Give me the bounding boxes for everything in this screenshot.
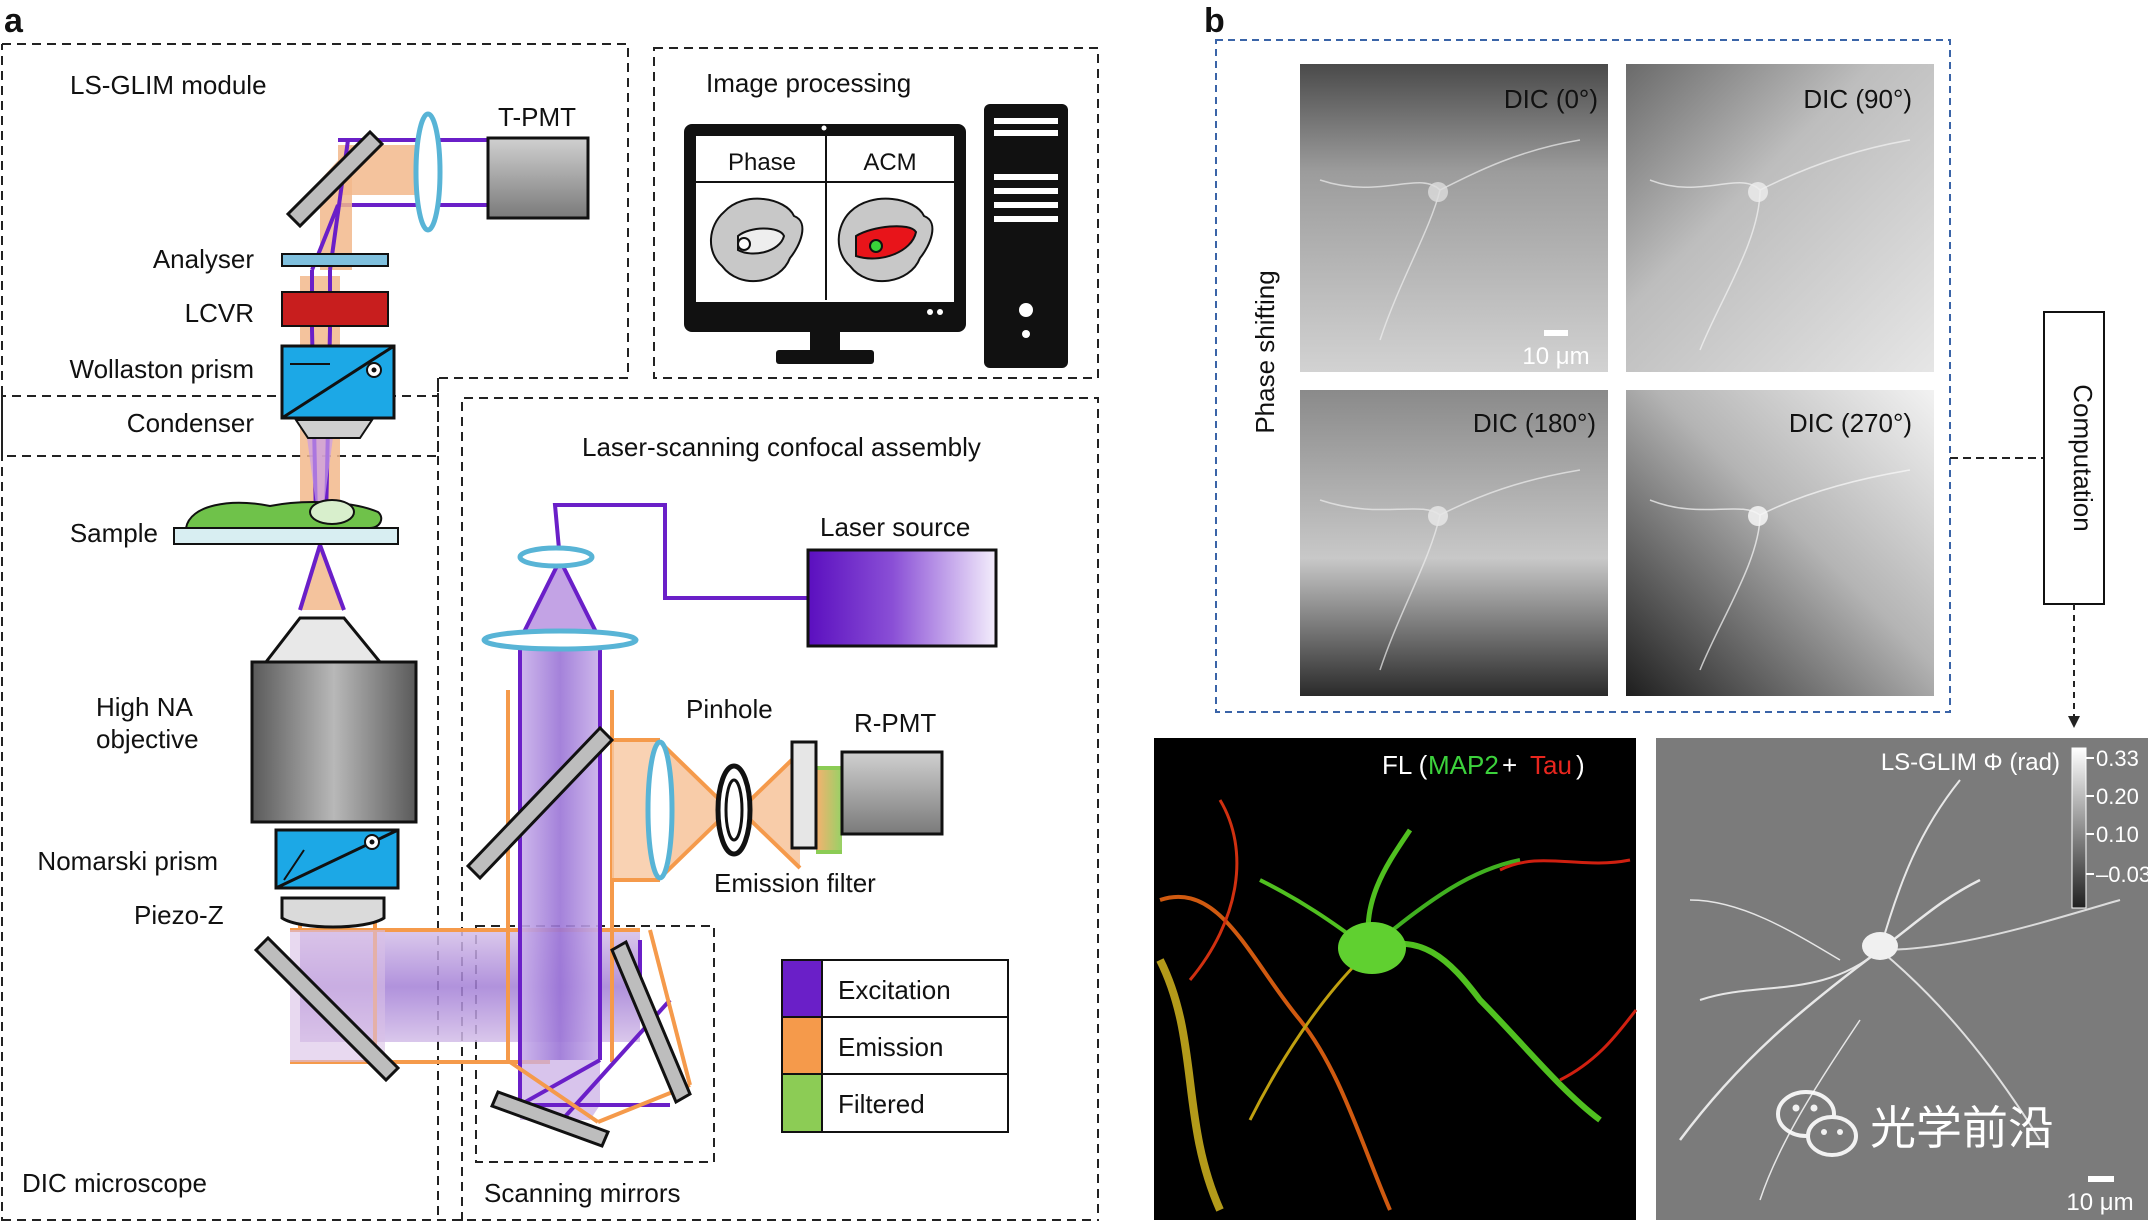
dic-microscope-label: DIC microscope — [22, 1168, 207, 1198]
objective-tip — [262, 616, 384, 664]
glim-title: LS-GLIM Φ (rad) — [1881, 749, 2060, 776]
sample-label: Sample — [70, 518, 158, 548]
scanning-mirror-1 — [610, 939, 692, 1105]
scanning-mirrors-frame — [475, 925, 715, 1163]
glim-colorbar — [2071, 747, 2087, 909]
piezo-label: Piezo-Z — [134, 900, 224, 930]
t-pmt-label: T-PMT — [498, 102, 576, 132]
image-processing-frame — [653, 47, 1099, 379]
confocal-label: Laser-scanning confocal assembly — [582, 432, 981, 462]
scanning-mirrors-label: Scanning mirrors — [484, 1178, 681, 1208]
dichroic-mirror — [465, 725, 615, 881]
dic-label-0: DIC (0°) — [1504, 84, 1598, 114]
t-pmt-lens — [413, 111, 443, 233]
laser-label: Laser source — [820, 512, 970, 542]
top-fold-mirror — [285, 129, 385, 229]
emission-filter — [790, 740, 818, 850]
panel-a-letter: a — [4, 2, 24, 40]
fl-title-plus: + — [1502, 750, 1517, 780]
condenser — [294, 419, 374, 439]
colorbar-tick-0: 0.33 — [2096, 746, 2139, 771]
computer-monitor: Phase ACM — [684, 124, 966, 364]
fl-title-tau: Tau — [1530, 750, 1572, 780]
lcvr-label: LCVR — [185, 298, 254, 328]
fl-title-map2: MAP2 — [1428, 750, 1499, 780]
dic-label-270: DIC (270°) — [1789, 408, 1912, 438]
panel-b-letter: b — [1204, 2, 1225, 40]
legend-swatch-filtered — [781, 1073, 823, 1133]
sample-slide — [173, 527, 399, 545]
laser-source — [806, 548, 998, 648]
wollaston-label: Wollaston prism — [70, 354, 254, 384]
watermark-text: 光学前沿 — [1870, 1102, 2054, 1154]
legend-label-filtered: Filtered — [838, 1089, 925, 1119]
emission-filter-label: Emission filter — [714, 868, 876, 898]
monitor-phase-label: Phase — [728, 149, 796, 176]
r-pmt — [840, 750, 944, 836]
ls-glim-image: LS-GLIM Φ (rad) 0.33 0.20 0.10 –0.03 10 … — [1656, 738, 2151, 1220]
computation-label: Computation — [2068, 384, 2098, 531]
dic-image-180: DIC (180°) — [1300, 390, 1608, 696]
monitor-acm-label: ACM — [863, 149, 916, 176]
dic-scalebar-label: 10 μm — [1522, 343, 1589, 370]
scanning-mirror-2 — [489, 1090, 611, 1148]
colorbar-tick-1: 0.20 — [2096, 784, 2139, 809]
t-pmt — [486, 136, 590, 220]
fl-title-suffix: ) — [1576, 750, 1585, 780]
objective-label-1: High NA — [96, 692, 193, 722]
emission-lens — [645, 739, 675, 881]
piezo-z — [280, 896, 386, 929]
legend-swatch-emission — [781, 1016, 823, 1075]
dic-label-90: DIC (90°) — [1803, 84, 1912, 114]
glim-scalebar-label: 10 μm — [2066, 1189, 2133, 1216]
dic-image-0: DIC (0°) 10 μm — [1300, 64, 1608, 372]
computation-box — [2043, 311, 2105, 605]
fl-title-prefix: FL ( — [1382, 750, 1428, 780]
ls-glim-module-label: LS-GLIM module — [70, 70, 267, 100]
high-na-objective — [250, 660, 418, 824]
dic-image-270: DIC (270°) — [1626, 390, 1934, 696]
condenser-label: Condenser — [127, 408, 255, 438]
laser-fiber — [552, 503, 808, 600]
dic-microscope-frame-left — [1, 378, 439, 1221]
objective-label-2: objective — [96, 724, 199, 754]
excitation-vertical-beam — [520, 640, 600, 1060]
image-processing-label: Image processing — [706, 68, 911, 98]
computer-tower — [984, 104, 1068, 368]
pinhole-label: Pinhole — [686, 694, 773, 724]
analyser — [281, 253, 389, 267]
fl-image: FL ( MAP2 + Tau ) — [1154, 738, 1638, 1220]
wechat-icon — [1776, 1090, 1858, 1157]
legend-swatch-excitation — [781, 959, 823, 1018]
analyser-label: Analyser — [153, 244, 254, 274]
legend-label-emission: Emission — [838, 1032, 943, 1062]
r-pmt-label: R-PMT — [854, 708, 936, 738]
colorbar-tick-2: 0.10 — [2096, 822, 2139, 847]
confocal-assembly-frame — [461, 397, 1099, 1221]
phase-shifting-label: Phase shifting — [1250, 270, 1280, 433]
beam-legend: Excitation Emission Filtered — [781, 959, 1009, 1133]
nomarski-label: Nomarski prism — [37, 846, 218, 876]
colorbar-tick-3: –0.03 — [2096, 862, 2151, 887]
large-lens — [481, 628, 639, 652]
dic-image-90: DIC (90°) — [1626, 64, 1934, 372]
phase-shifting-frame — [1215, 39, 1951, 713]
lcvr — [281, 291, 389, 327]
legend-label-excitation: Excitation — [838, 975, 951, 1005]
dic-label-180: DIC (180°) — [1473, 408, 1596, 438]
bottom-fold-mirror — [253, 935, 401, 1083]
small-lens — [517, 545, 595, 569]
